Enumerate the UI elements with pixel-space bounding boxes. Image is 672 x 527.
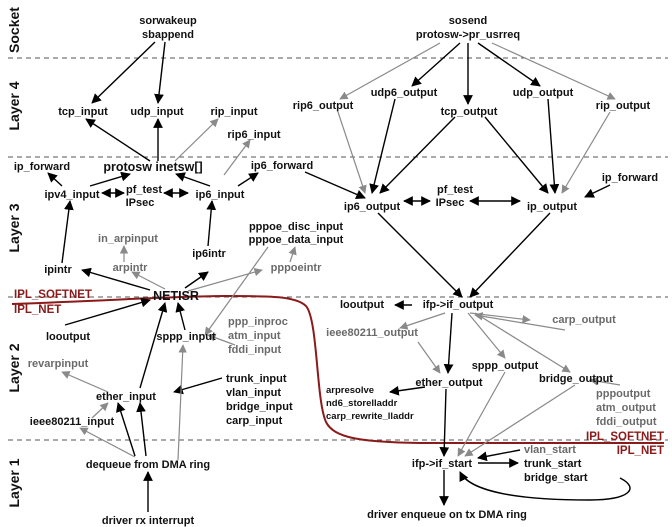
node-sppp-output: sppp_output — [472, 360, 539, 372]
layer-label-socket: Socket — [6, 7, 22, 53]
node-bridge-start: bridge_start — [524, 472, 588, 484]
node-ieee80211-output: ieee80211_output — [326, 327, 418, 339]
node-dequeue: dequeue from DMA ring — [86, 459, 210, 471]
node-pppoutput: pppoutput — [596, 388, 651, 400]
ipl-softnet-left: IPL_SOFTNET — [14, 289, 92, 301]
node-vlan-input: vlan_input — [226, 387, 281, 399]
node-ieee80211-input: ieee80211_input — [30, 416, 115, 428]
node-pppoeintr: pppoeintr — [271, 262, 322, 274]
node-trunk-input: trunk_input — [226, 373, 287, 385]
node-rip6-input: rip6_input — [227, 129, 281, 141]
ipl-net-right: IPL_NET — [617, 445, 664, 457]
node-bridge-input: bridge_input — [226, 401, 293, 413]
layer-label-layer4: Layer 4 — [6, 81, 22, 130]
node-ip6-output: ip6_output — [344, 201, 401, 213]
node-udp-output: udp_output — [513, 87, 574, 99]
node-atm-input: atm_input — [228, 330, 281, 342]
node-looutput-left: looutput — [46, 331, 90, 343]
node-trunk-start: trunk_start — [524, 458, 582, 470]
node-in-arpinput: in_arpinput — [98, 233, 158, 245]
node-bridge-output: bridge_output — [539, 373, 613, 385]
node-fddi-output: fddi_output — [596, 416, 657, 428]
node-sbappend: sbappend — [142, 29, 194, 41]
node-carp-output: carp_output — [552, 314, 616, 326]
node-sorwakeup: sorwakeup — [139, 15, 197, 27]
node-ether-output: ether_output — [415, 377, 483, 389]
node-udp-input: udp_input — [130, 106, 183, 118]
edges-black — [47, 41, 631, 512]
node-tcp-input: tcp_input — [58, 106, 108, 118]
node-vlan-start: vlan_start — [524, 444, 576, 456]
node-pf-test-right: pf_test — [437, 184, 473, 196]
node-ipsec-left: IPsec — [126, 197, 155, 209]
node-arpresolve: arpresolve — [326, 385, 374, 396]
node-if-start: ifp->if_start — [412, 458, 473, 470]
node-ip6-input: ip6_input — [196, 189, 245, 201]
node-pf-test-left: pf_test — [126, 184, 162, 196]
layer-label-layer2: Layer 2 — [6, 343, 22, 392]
ipl-softnet-right: IPL_SOFTNET — [586, 431, 664, 443]
edges-gray — [61, 42, 621, 461]
node-sosend: sosend — [449, 15, 488, 27]
node-if-output: ifp->if_output — [423, 299, 494, 311]
node-ipintr: ipintr — [44, 264, 72, 276]
node-pppoe-disc-input: pppoe_disc_input — [249, 221, 343, 233]
node-carp-rewrite-lladdr: carp_rewrite_lladdr — [326, 411, 414, 422]
node-driver-tx: driver enqueue on tx DMA ring — [367, 509, 527, 521]
node-rip-output: rip_output — [596, 100, 651, 112]
node-revarpinput: revarpinput — [28, 358, 89, 370]
node-atm-output: atm_output — [596, 402, 656, 414]
node-ipsec-right: IPsec — [436, 197, 465, 209]
node-carp-input: carp_input — [226, 415, 283, 427]
node-ip6-forward: ip6_forward — [251, 160, 313, 172]
node-udp6-output: udp6_output — [371, 87, 438, 99]
node-tcp-output: tcp_output — [441, 106, 498, 118]
node-nd6-storelladdr: nd6_storelladdr — [326, 398, 398, 409]
ipl-net-left: IPL_NET — [14, 304, 61, 316]
node-ip-forward-right: ip_forward — [602, 172, 658, 184]
node-ip-forward-left: ip_forward — [14, 161, 70, 173]
ipl-boundary-curve — [11, 294, 664, 444]
layer-label-layer3: Layer 3 — [6, 203, 22, 252]
node-inetsw: protosw inetsw[] — [103, 160, 202, 174]
node-ipv4-input: ipv4_input — [44, 189, 99, 201]
node-pppoe-data-input: pppoe_data_input — [249, 234, 344, 246]
node-rip6-output: rip6_output — [293, 100, 354, 112]
node-rip-input: rip_input — [210, 106, 257, 118]
node-pr-usrreq: protosw->pr_usrreq — [416, 29, 520, 41]
node-ip6intr: ip6intr — [192, 248, 226, 260]
node-looutput-right: looutput — [340, 299, 384, 311]
node-netisr: NETISR — [153, 289, 199, 303]
node-ppp-inproc: ppp_inproc — [228, 316, 288, 328]
node-arpintr: arpintr — [113, 262, 149, 274]
node-ip-output: ip_output — [527, 201, 577, 213]
node-sppp-input: sppp_input — [156, 331, 216, 343]
layer-label-layer1: Layer 1 — [6, 458, 22, 507]
node-fddi-input: fddi_input — [228, 344, 281, 356]
node-ether-input: ether_input — [96, 391, 156, 403]
node-driver-rx: driver rx interrupt — [102, 515, 195, 527]
